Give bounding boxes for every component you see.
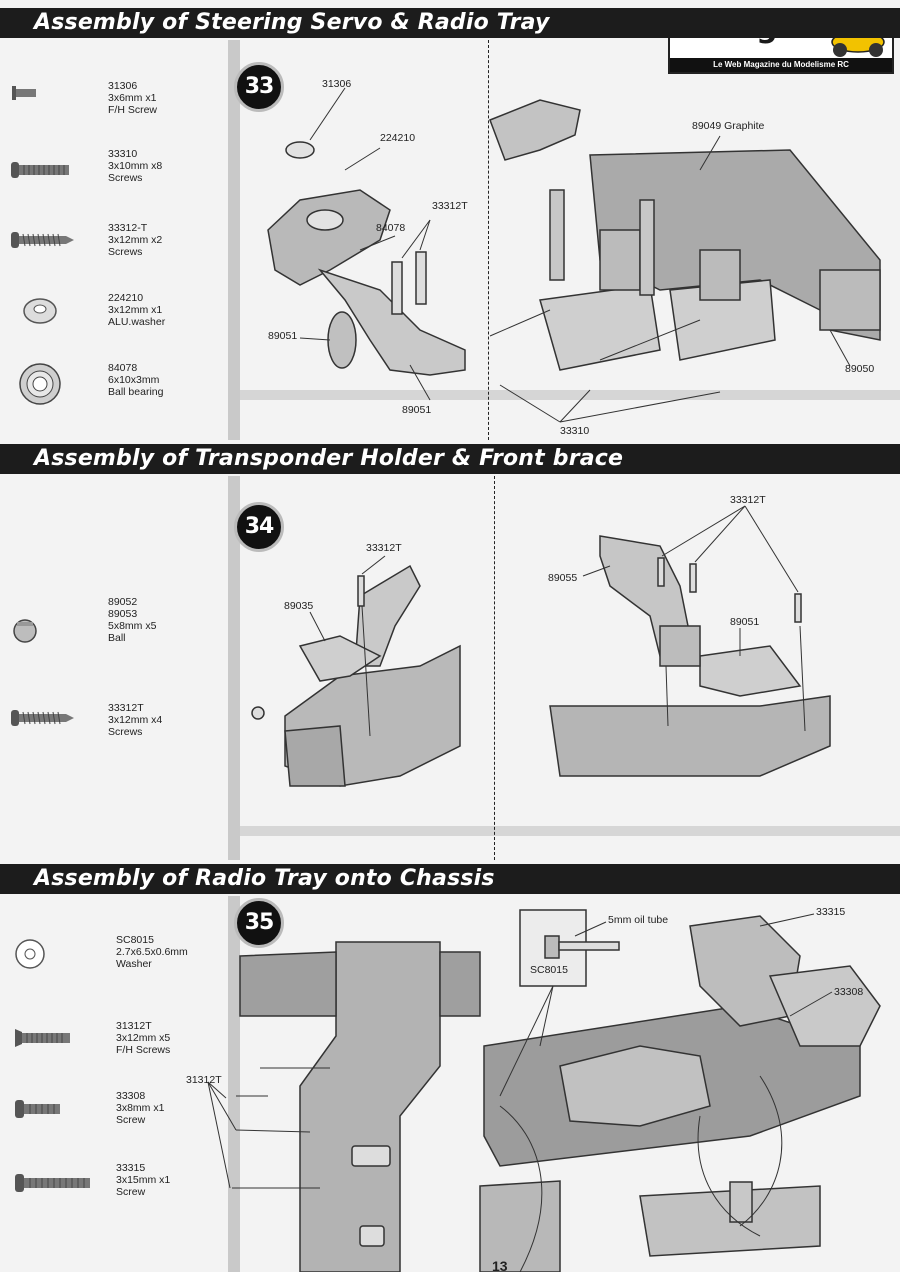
step-33-header: Assembly of Steering Servo & Radio Tray <box>0 8 900 38</box>
step-33-title: Assembly of Steering Servo & Radio Tray <box>34 10 550 35</box>
step-34-divider <box>494 476 495 860</box>
logo-tagline: Le Web Magazine du Modelisme RC <box>670 58 892 72</box>
callout-84078: 84078 <box>376 222 406 234</box>
callout-89050: 89050 <box>845 363 875 375</box>
ball-stud-icon <box>13 619 37 643</box>
button-head-screw-icon <box>15 1100 60 1118</box>
callout-5mm-oil-tube: 5mm oil tube <box>608 914 669 926</box>
long-screw-icon <box>15 1174 90 1192</box>
callout-89035: 89035 <box>284 600 314 612</box>
step-33-divider <box>488 40 489 440</box>
step-34-number: 34 <box>234 502 284 552</box>
transponder-holder-illustration <box>251 505 831 787</box>
callout-89055: 89055 <box>548 572 578 584</box>
callout-224210: 224210 <box>380 132 416 144</box>
steering-servo-illustration <box>267 87 881 423</box>
button-head-screw-icon <box>11 162 69 178</box>
washer-icon <box>15 939 45 969</box>
step-35-title: Assembly of Radio Tray onto Chassis <box>34 866 495 891</box>
callout-89051: 89051 <box>730 616 760 628</box>
callout-33308: 33308 <box>834 986 864 998</box>
page-number: 13 <box>492 1258 508 1272</box>
self-tapping-screw-icon <box>11 232 74 248</box>
washer-icon <box>23 298 57 324</box>
step-35-number: 35 <box>234 898 284 948</box>
callout-33312t-left: 33312T <box>366 542 402 554</box>
step-34-title: Assembly of Transponder Holder & Front b… <box>34 446 624 471</box>
callout-sc8015: SC8015 <box>530 964 568 976</box>
callout-89051-a: 89051 <box>268 330 298 342</box>
step-33-number: 33 <box>234 62 284 112</box>
ball-bearing-icon <box>19 363 61 405</box>
callout-33312t-right: 33312T <box>730 494 766 506</box>
flat-head-screw-icon <box>15 1029 70 1047</box>
step-34-header: Assembly of Transponder Holder & Front b… <box>0 444 900 474</box>
callout-33315: 33315 <box>816 906 846 918</box>
callout-31312t: 31312T <box>186 1074 222 1086</box>
callout-33310: 33310 <box>560 425 590 437</box>
callout-33312t: 33312T <box>432 200 468 212</box>
callout-89049-graphite: 89049 Graphite <box>692 120 765 132</box>
radio-tray-chassis-illustration <box>207 909 881 1272</box>
flat-head-screw-icon <box>12 86 36 100</box>
self-tapping-screw-icon <box>11 710 74 726</box>
callout-89051-b: 89051 <box>402 404 432 416</box>
callout-31306: 31306 <box>322 78 352 90</box>
step-35-header: Assembly of Radio Tray onto Chassis <box>0 864 900 894</box>
